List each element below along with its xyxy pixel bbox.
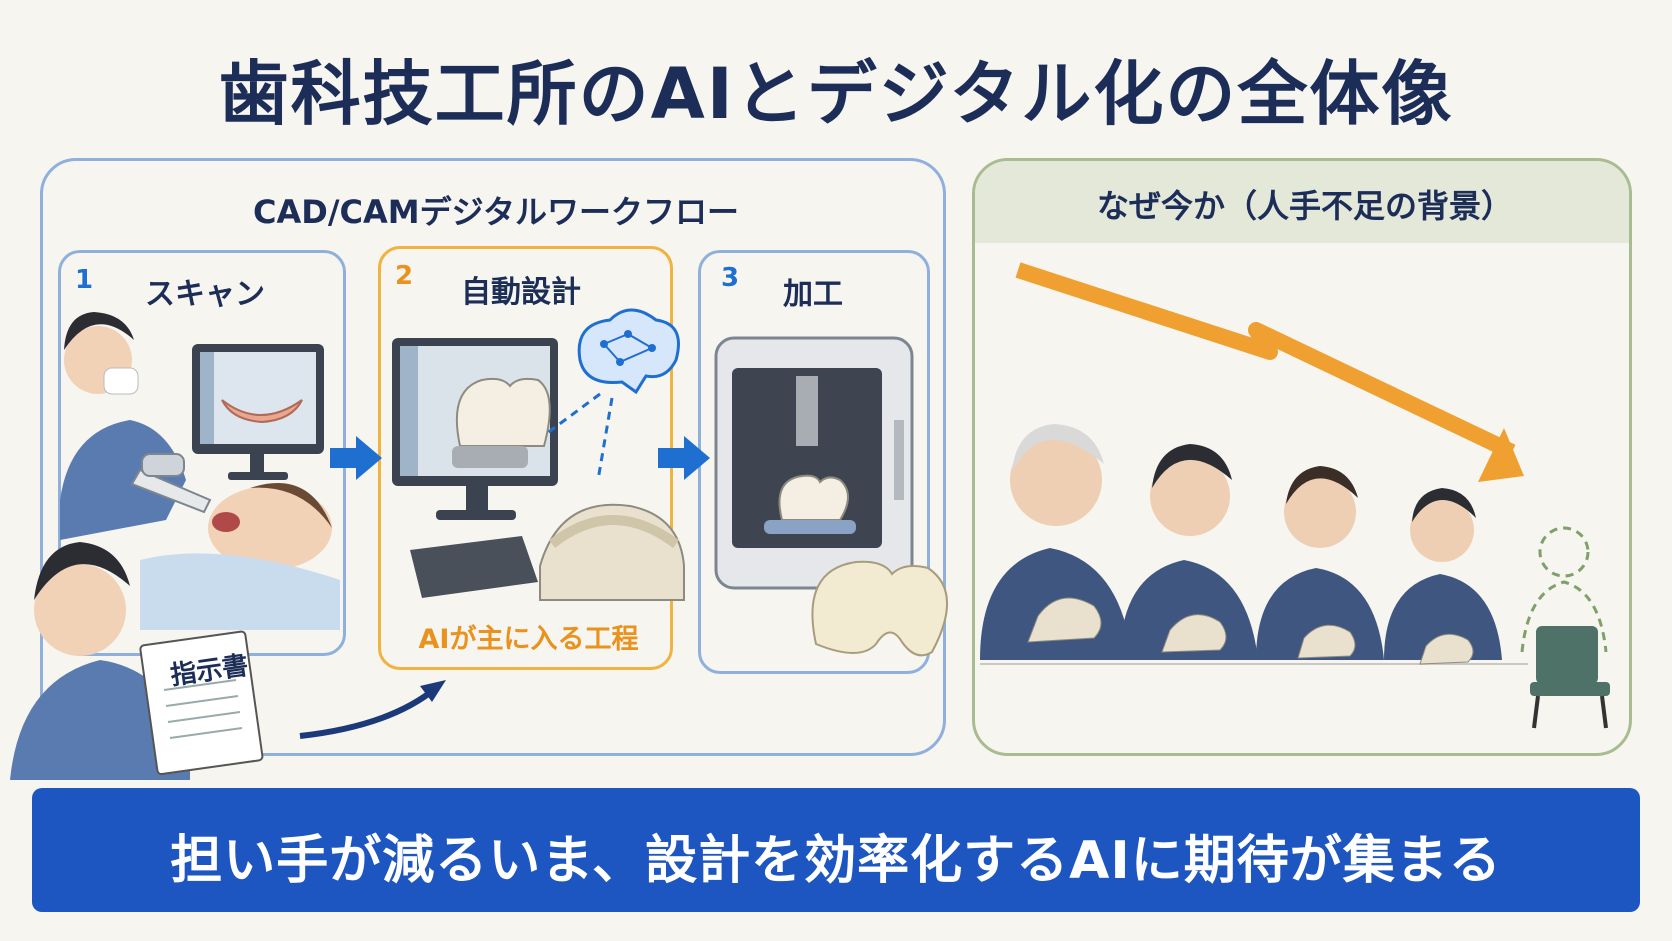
- intraoral-scanner-icon: [130, 453, 212, 514]
- step-arrow-icon: [330, 436, 382, 480]
- step-number: 2: [395, 261, 414, 291]
- step-label: 加工: [783, 277, 843, 312]
- ai-process-note: AIが主に入る工程: [418, 624, 639, 655]
- background-header: [975, 161, 1629, 243]
- bottom-banner: 担い手が減るいま、設計を効率化するAIに期待が集まる: [32, 788, 1640, 912]
- step-arrow-icon: [658, 436, 710, 480]
- page-title: 歯科技工所のAIとデジタル化の全体像: [218, 53, 1454, 135]
- step-label: スキャン: [145, 277, 265, 312]
- worker-figure: [1384, 488, 1502, 665]
- dental-model-icon: [539, 503, 685, 601]
- curved-arrow-head-icon: [420, 680, 446, 702]
- worker-figure: [1120, 444, 1258, 660]
- crown-icon: [811, 560, 949, 657]
- background-title: なぜ今か（人手不足の背景）: [1096, 187, 1513, 225]
- empty-chair-icon: [1530, 626, 1610, 729]
- ai-brain-icon: [577, 308, 680, 395]
- step-number: 3: [721, 263, 740, 293]
- workflow-panel: CAD/CAMデジタルワークフロー: [40, 158, 946, 756]
- trend-arrow-head-icon: [1478, 428, 1524, 482]
- background-panel: なぜ今か（人手不足の背景）: [972, 158, 1632, 756]
- patient-figure: [140, 483, 340, 630]
- worker-figure: [1256, 466, 1384, 660]
- milling-machine-icon: [714, 336, 914, 590]
- step-number: 1: [75, 265, 94, 295]
- workflow-title: CAD/CAMデジタルワークフロー: [253, 193, 739, 231]
- scan-monitor-icon: [192, 344, 324, 480]
- banner-message: 担い手が減るいま、設計を効率化するAIに期待が集まる: [170, 831, 1502, 891]
- step-label: 自動設計: [461, 275, 581, 310]
- staff-with-sheet-figure: [10, 542, 264, 780]
- curved-arrow-icon: [299, 685, 438, 739]
- declining-trend-arrow: [1015, 262, 1516, 460]
- ai-link-arrow: [545, 392, 601, 436]
- technician-figure: [60, 312, 186, 540]
- worker-figure: [980, 424, 1132, 660]
- design-monitor-icon: [392, 338, 558, 598]
- missing-worker-silhouette: [1520, 526, 1608, 653]
